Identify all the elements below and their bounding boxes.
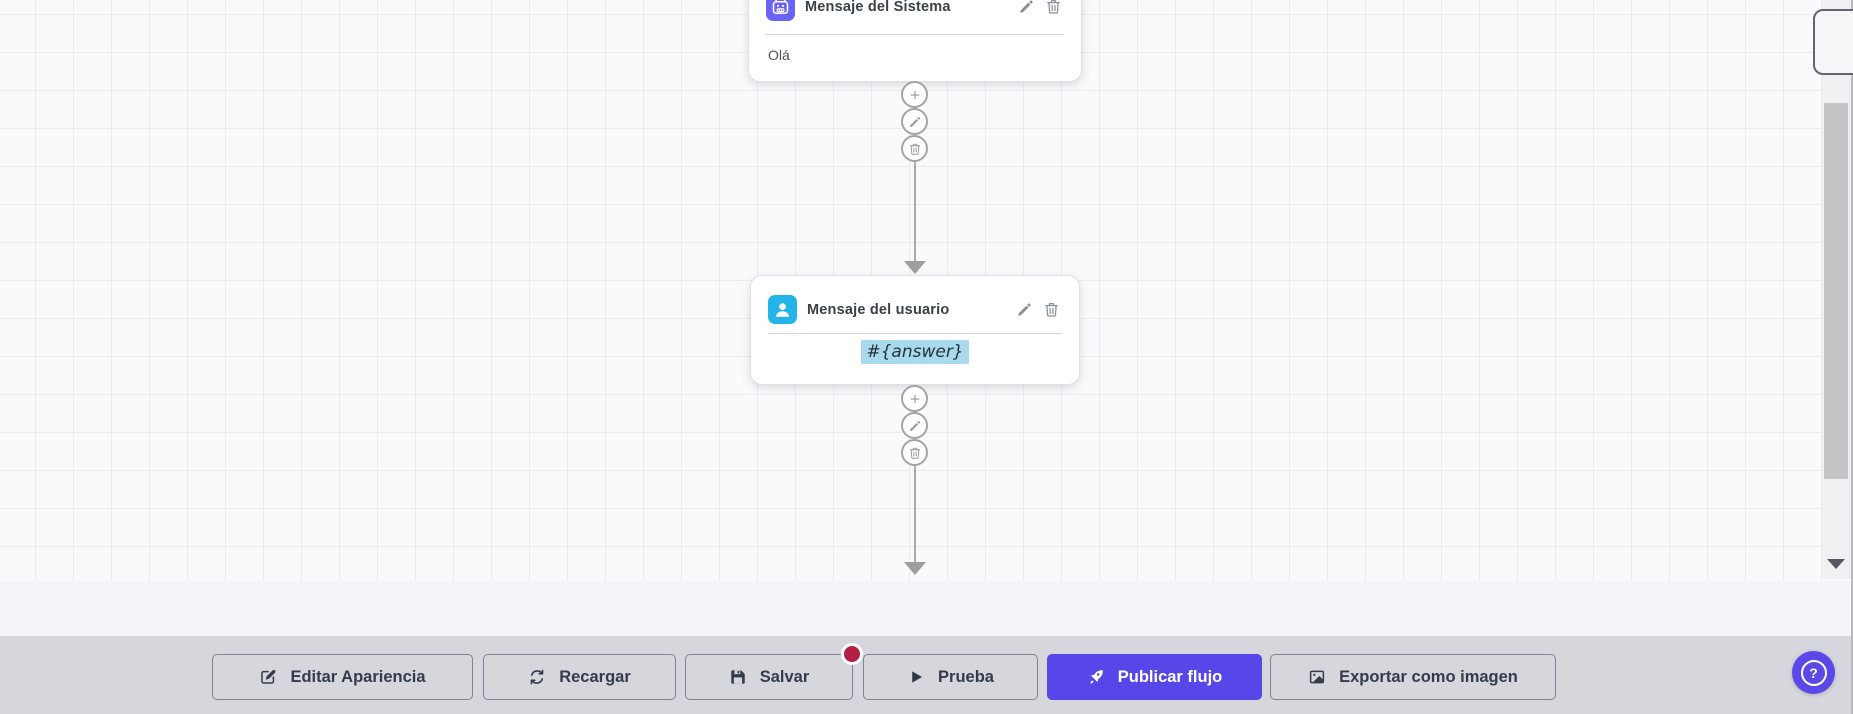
- variable-token[interactable]: #{answer}: [861, 340, 969, 364]
- node-title: Mensaje del usuario: [807, 302, 950, 318]
- connector-arrow-icon: [904, 261, 926, 274]
- play-icon: [912, 671, 923, 683]
- delete-node-icon[interactable]: [1043, 301, 1060, 318]
- button-label: Publicar flujo: [1117, 667, 1223, 686]
- button-label: Salvar: [759, 667, 810, 686]
- connector-line: [914, 82, 916, 262]
- add-node-button[interactable]: [901, 81, 928, 108]
- vertical-scrollbar-thumb[interactable]: [1824, 103, 1848, 479]
- pencil-icon: [909, 420, 920, 431]
- canvas-footer-strip: [0, 581, 1853, 636]
- edit-appearance-button[interactable]: Editar Apariencia: [212, 654, 473, 700]
- test-button[interactable]: Prueba: [863, 654, 1038, 700]
- rocket-icon: [1090, 670, 1103, 684]
- robot-icon: [766, 0, 795, 21]
- question-mark-icon: ?: [1800, 659, 1827, 686]
- unsaved-changes-badge: [841, 643, 863, 665]
- node-divider: [766, 34, 1064, 35]
- help-label: ?: [1809, 664, 1818, 681]
- button-label: Prueba: [938, 667, 994, 686]
- node-system-message[interactable]: Mensaje del Sistema Olá: [748, 0, 1082, 82]
- save-button[interactable]: Salvar: [685, 654, 853, 700]
- button-label: Recargar: [559, 667, 631, 686]
- node-title: Mensaje del Sistema: [805, 0, 951, 15]
- user-icon: [768, 295, 797, 324]
- edit-connector-button[interactable]: [901, 108, 928, 135]
- delete-node-icon[interactable]: [1045, 0, 1062, 15]
- trash-icon: [909, 143, 920, 155]
- connector-line: [914, 385, 916, 563]
- connector-arrow-icon: [904, 562, 926, 575]
- delete-connector-button[interactable]: [901, 439, 928, 466]
- trash-icon: [909, 447, 920, 459]
- plus-icon: [910, 90, 919, 99]
- flow-canvas[interactable]: Mensaje del Sistema Olá: [0, 0, 1853, 581]
- button-label: Editar Apariencia: [290, 667, 426, 686]
- node-user-message[interactable]: Mensaje del usuario #{answer}: [750, 275, 1080, 385]
- help-button[interactable]: ?: [1792, 651, 1835, 694]
- edit-icon: [261, 669, 276, 684]
- export-image-button[interactable]: Exportar como imagen: [1270, 654, 1556, 700]
- edit-connector-button[interactable]: [901, 412, 928, 439]
- reload-button[interactable]: Recargar: [483, 654, 676, 700]
- bottom-toolbar: [0, 636, 1853, 714]
- edit-node-icon[interactable]: [1016, 301, 1033, 318]
- save-icon: [730, 670, 745, 684]
- scrollbar-down-arrow-icon[interactable]: [1827, 559, 1845, 569]
- edit-node-icon[interactable]: [1018, 0, 1035, 15]
- pencil-icon: [909, 116, 920, 127]
- image-icon: [1309, 670, 1325, 684]
- delete-connector-button[interactable]: [901, 135, 928, 162]
- refresh-icon: [530, 669, 544, 685]
- canvas-corner-control[interactable]: [1813, 9, 1853, 75]
- publish-flow-button[interactable]: Publicar flujo: [1047, 654, 1262, 700]
- node-divider: [768, 333, 1062, 334]
- add-node-button[interactable]: [901, 385, 928, 412]
- plus-icon: [910, 394, 919, 403]
- button-label: Exportar como imagen: [1339, 667, 1518, 686]
- window-right-edge: [1851, 0, 1853, 714]
- node-body-text: Olá: [768, 47, 790, 63]
